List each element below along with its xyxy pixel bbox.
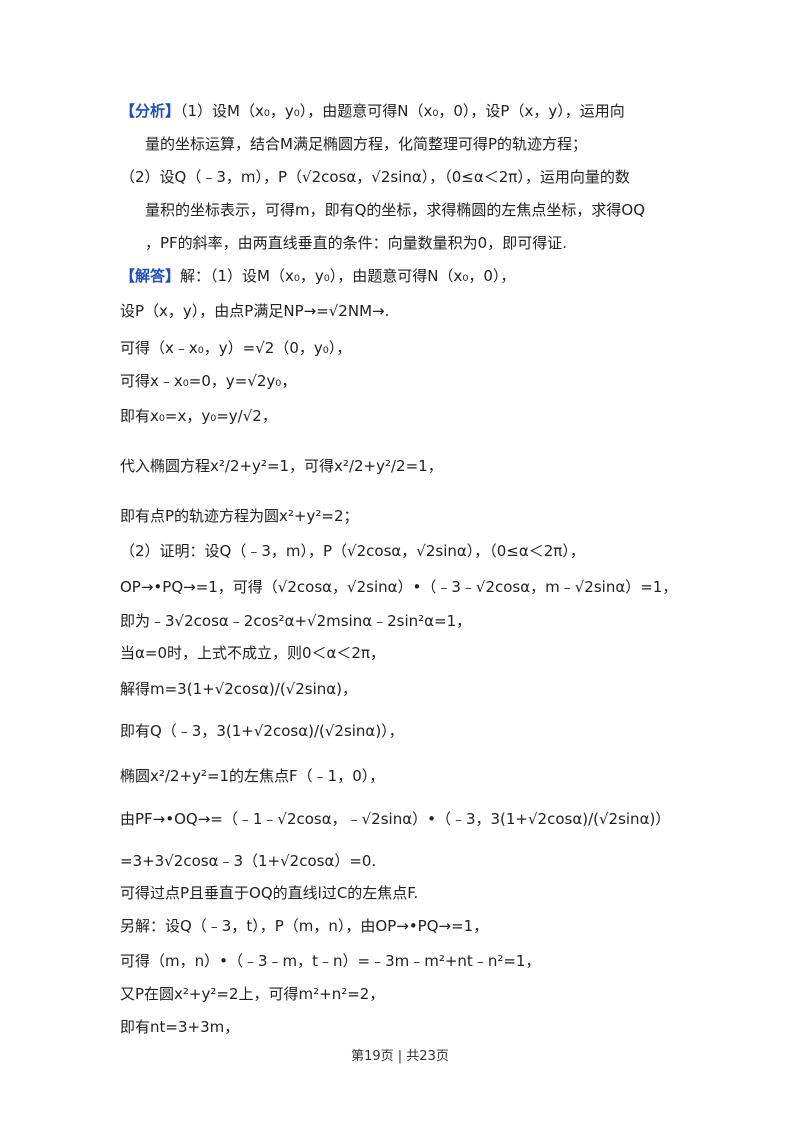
text-line: 由PF→•OQ→=（﹣1﹣√2cosα，﹣√2sinα）•（﹣3，3(1+√2c… xyxy=(120,810,671,828)
text-line: 即有nt=3+3m， xyxy=(120,1018,240,1036)
text-line: 【分析】（1）设M（x₀，y₀），由题意可得N（x₀，0），设P（x，y），运用… xyxy=(120,100,625,122)
text-line: （2）证明：设Q（﹣3，m），P（√2cosα，√2sinα），（0≤α＜2π）… xyxy=(120,542,585,560)
text-line: 量积的坐标表示，可得m，即有Q的坐标，求得椭圆的左焦点坐标，求得OQ xyxy=(145,201,646,219)
text-line: 可得x﹣x₀=0，y=√2y₀， xyxy=(120,372,297,390)
text-line: 即为﹣3√2cosα﹣2cos²α+√2msinα﹣2sin²α=1， xyxy=(120,612,472,630)
line-text: 解：（1）设M（x₀，y₀），由题意可得N（x₀，0）， xyxy=(180,267,516,285)
text-line: 解得m=3(1+√2cosα)/(√2sinα)， xyxy=(120,680,358,698)
text-line: 可得过点P且垂直于OQ的直线l过C的左焦点F. xyxy=(120,884,419,902)
text-line: 即有Q（﹣3，3(1+√2cosα)/(√2sinα)）， xyxy=(120,722,404,740)
text-line: 代入椭圆方程x²/2+y²=1，可得x²/2+y²/2=1， xyxy=(120,457,443,475)
text-line: 可得（m，n）•（﹣3﹣m，t﹣n）=﹣3m﹣m²+nt﹣n²=1， xyxy=(120,952,541,970)
text-line: =3+3√2cosα﹣3（1+√2cosα）=0. xyxy=(120,852,377,870)
text-line: ，PF的斜率，由两直线垂直的条件：向量数量积为0，即可得证. xyxy=(145,234,567,252)
text-line: 另解：设Q（﹣3，t），P（m，n），由OP→•PQ→=1， xyxy=(120,917,489,935)
section-tag: 【分析】 xyxy=(120,102,181,120)
text-line: 设P（x，y），由点P满足NP→=√2NM→. xyxy=(120,302,390,320)
text-line: 即有x₀=x，y₀=y/√2， xyxy=(120,407,277,425)
text-line: 即有点P的轨迹方程为圆x²+y²=2； xyxy=(120,507,359,525)
text-line: （2）设Q（﹣3，m），P（√2cosα，√2sinα），（0≤α＜2π），运用… xyxy=(120,168,630,186)
text-line: OP→•PQ→=1，可得（√2cosα，√2sinα）•（﹣3﹣√2cosα，m… xyxy=(120,578,678,596)
section-tag: 【解答】 xyxy=(120,267,181,285)
line-text: （1）设M（x₀，y₀），由题意可得N（x₀，0），设P（x，y），运用向 xyxy=(180,102,625,120)
text-line: 【解答】解：（1）设M（x₀，y₀），由题意可得N（x₀，0）， xyxy=(120,265,515,287)
text-line: 当α=0时，上式不成立，则0＜α＜2π， xyxy=(120,644,386,662)
text-line: 可得（x﹣x₀，y）=√2（0，y₀）， xyxy=(120,339,352,357)
page-footer: 第19页 | 共23页 xyxy=(351,1049,449,1064)
text-line: 椭圆x²/2+y²=1的左焦点F（﹣1，0）， xyxy=(120,767,385,785)
text-line: 又P在圆x²+y²=2上，可得m²+n²=2， xyxy=(120,985,385,1003)
text-line: 量的坐标运算，结合M满足椭圆方程，化简整理可得P的轨迹方程； xyxy=(145,135,587,153)
